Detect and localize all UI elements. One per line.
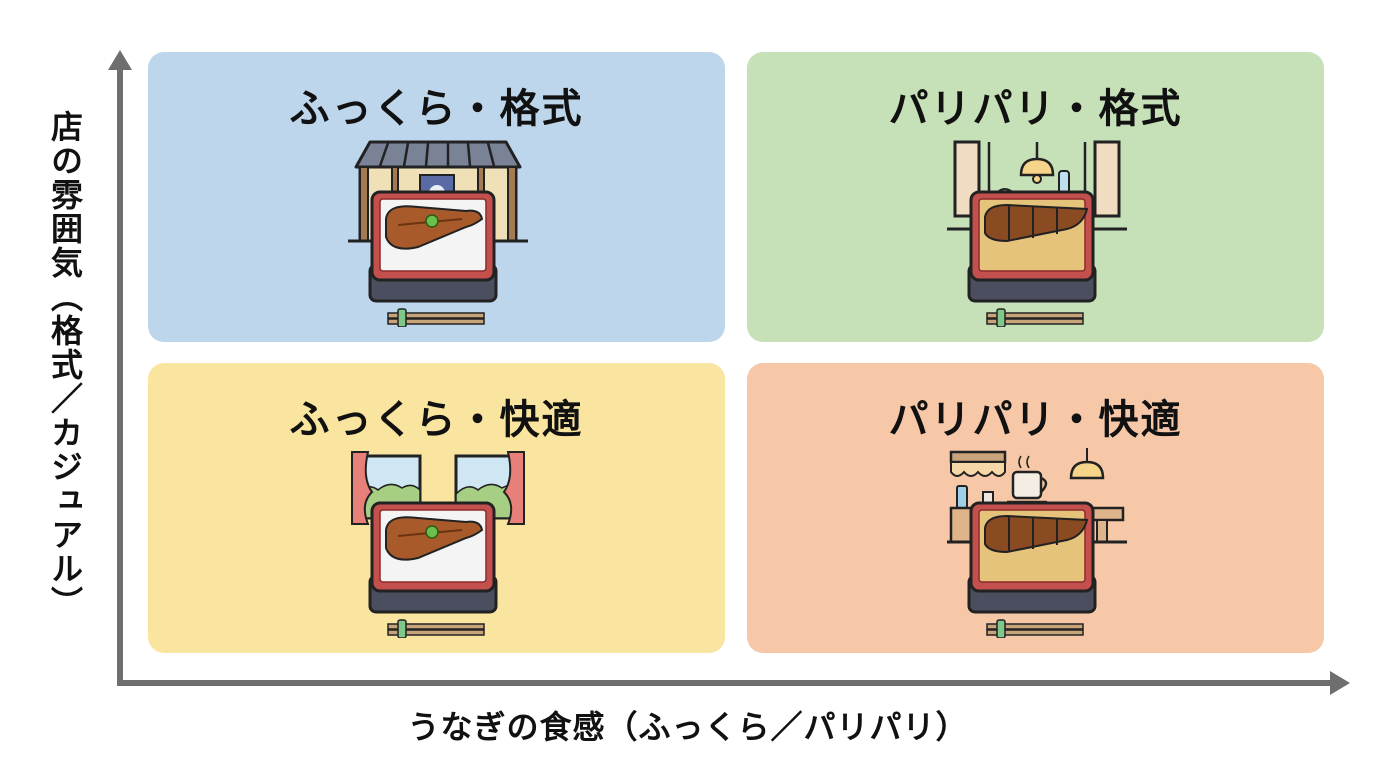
y-axis-arrowhead-icon xyxy=(108,50,132,70)
cafe-counter-unaju-icon xyxy=(947,448,1127,638)
quadrant-fluffy-formal: ふっくら・格式 xyxy=(148,52,725,342)
x-axis-label: うなぎの食感（ふっくら／パリパリ） xyxy=(407,708,969,746)
quadrant-crispy-comfort: パリパリ・快適 xyxy=(747,363,1324,653)
x-axis-arrowhead-icon xyxy=(1330,671,1350,695)
quadrant-title: パリパリ・快適 xyxy=(888,397,1183,443)
y-axis-label: 店の雰囲気（格式／カジュアル） xyxy=(46,110,84,620)
quadrant-title: パリパリ・格式 xyxy=(888,86,1183,132)
quadrant-title: ふっくら・格式 xyxy=(289,86,584,132)
quadrant-fluffy-comfort: ふっくら・快適 xyxy=(148,363,725,653)
x-axis-line xyxy=(117,680,1337,686)
quadrant-crispy-formal: パリパリ・格式 xyxy=(747,52,1324,342)
formal-dining-unaju-icon xyxy=(947,140,1127,327)
traditional-house-unaju-icon xyxy=(348,140,528,327)
y-axis-line xyxy=(117,66,123,686)
curtained-window-unaju-icon xyxy=(351,451,525,638)
quadrant-title: ふっくら・快適 xyxy=(289,397,584,443)
